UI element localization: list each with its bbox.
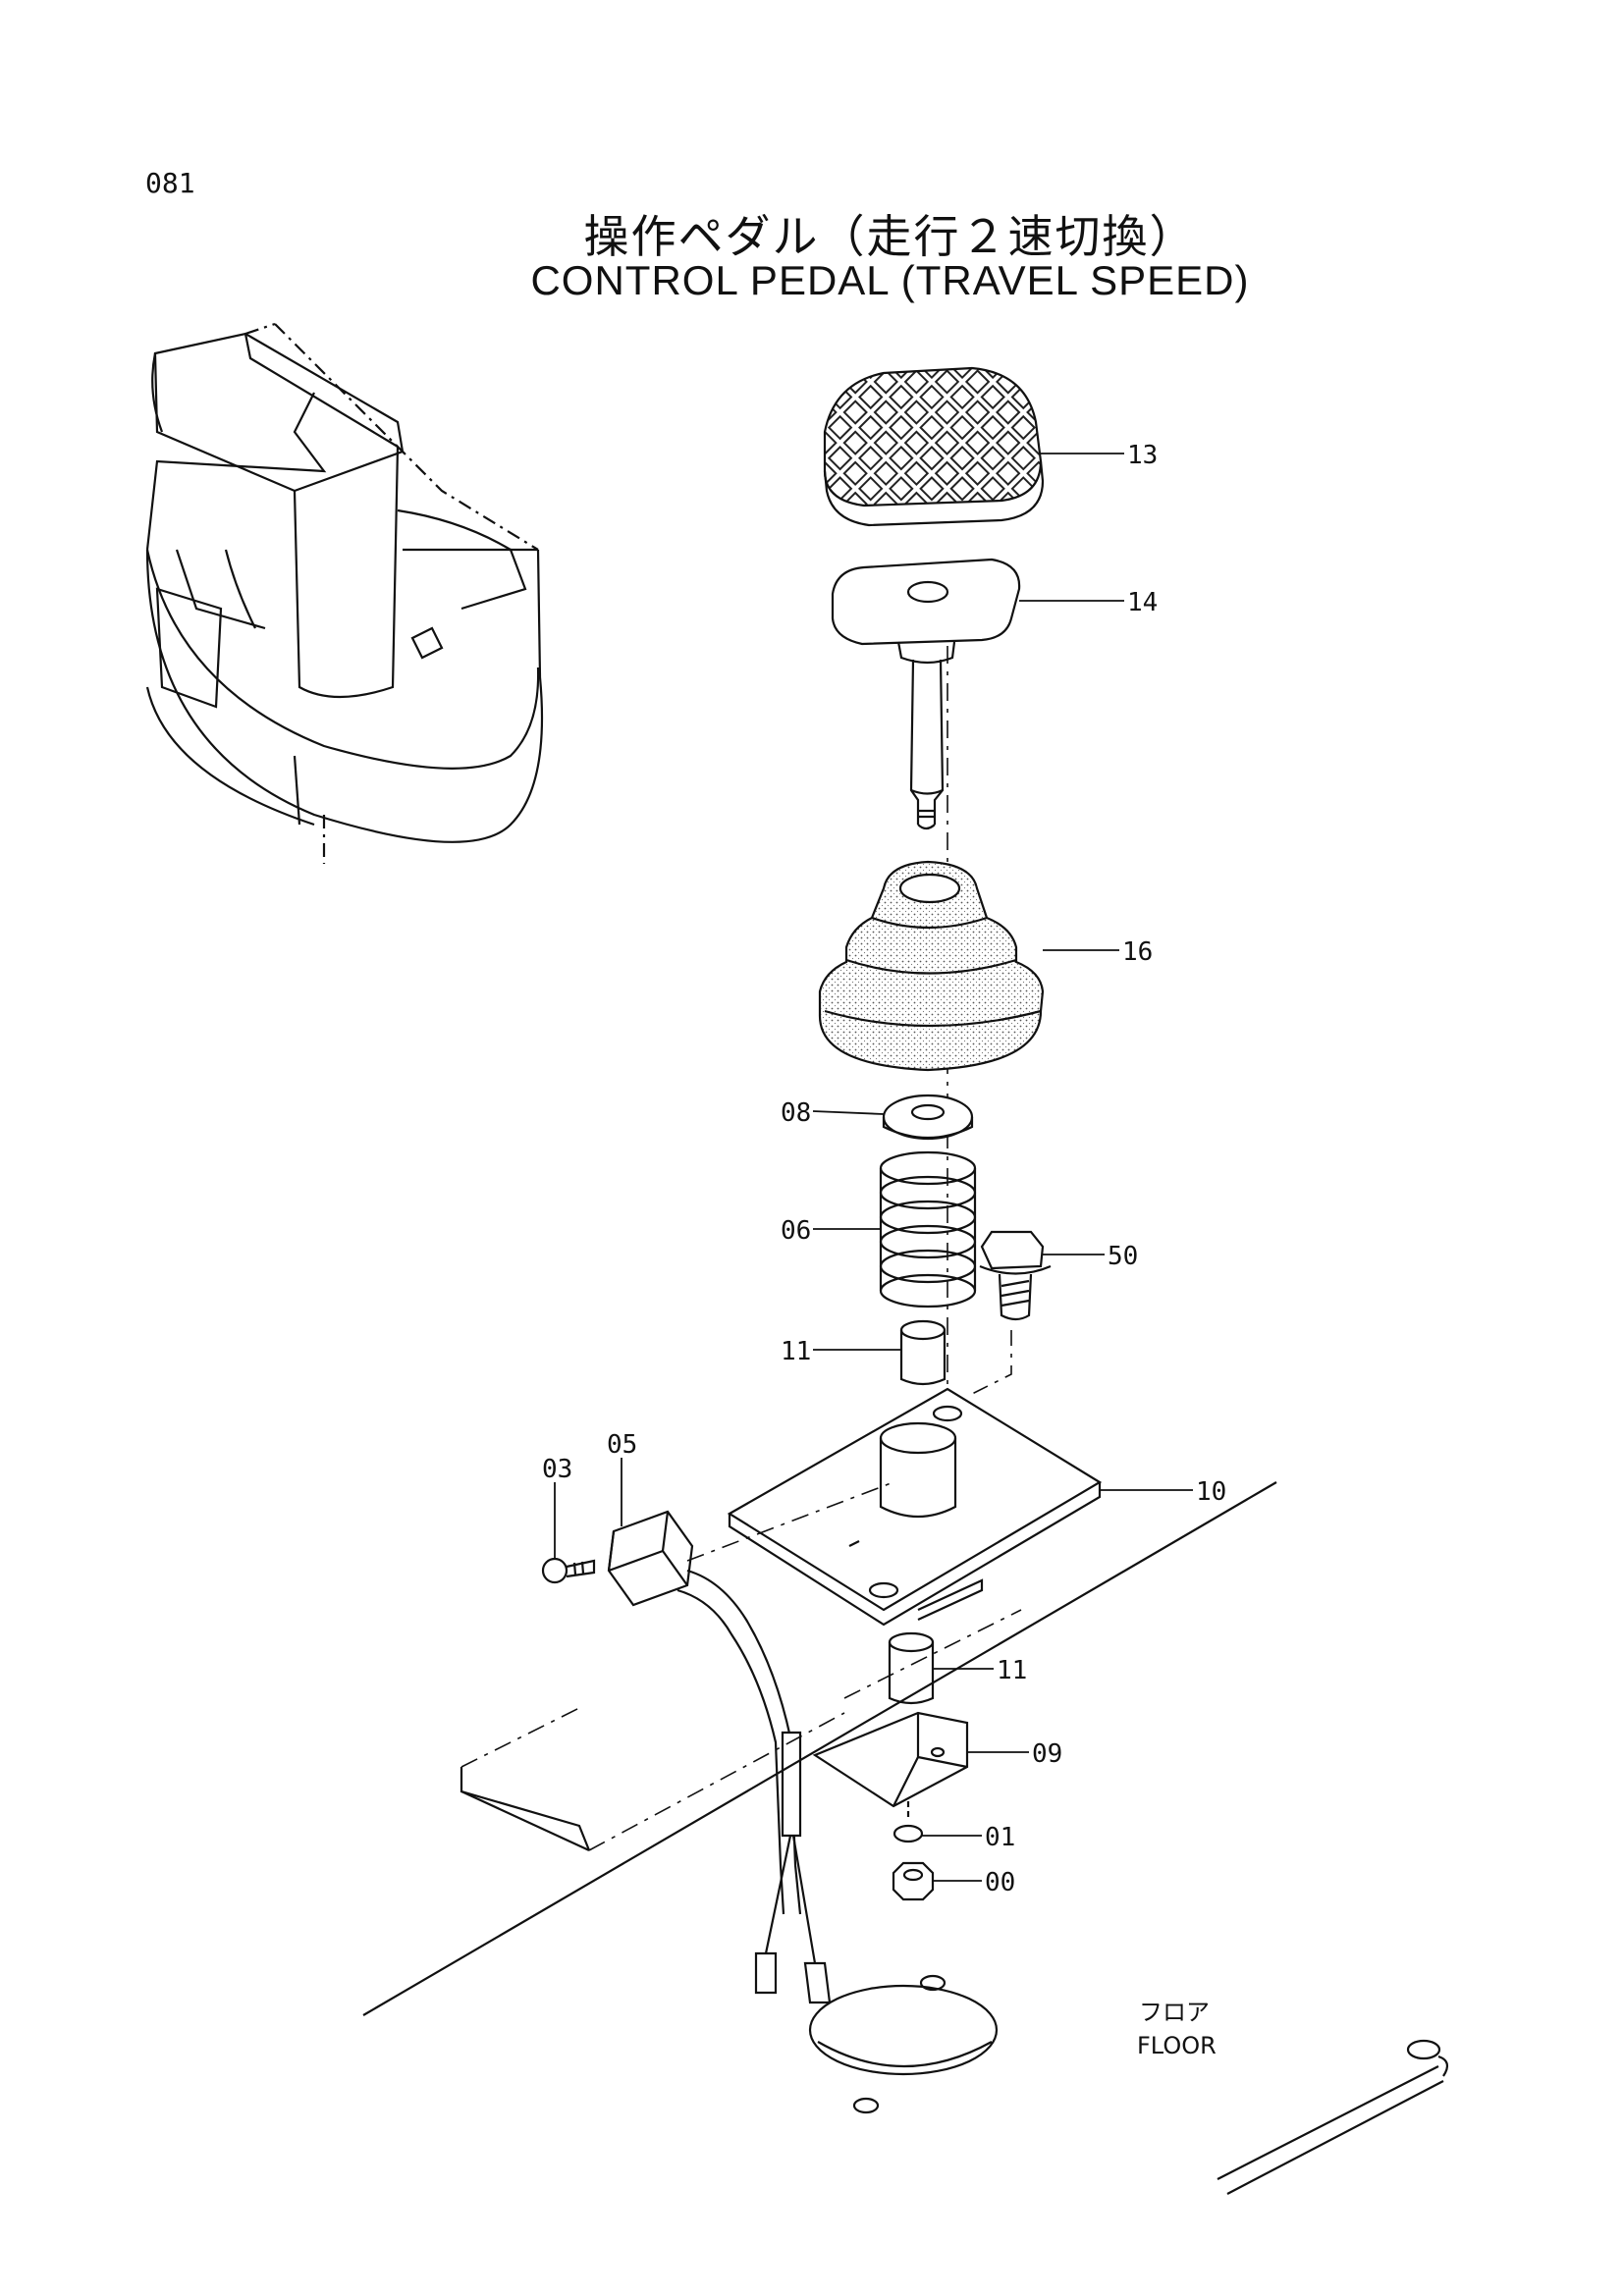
label-part-01: 01 [985, 1823, 1015, 1852]
part-00-nut [892, 1861, 935, 1901]
part-11-collar-lower [888, 1631, 935, 1705]
part-50-bolt [971, 1230, 1052, 1395]
label-part-09: 09 [1032, 1739, 1062, 1769]
part-09-bracket [812, 1711, 969, 1808]
title-japanese: 操作ペダル（走行２速切換） [583, 210, 1197, 263]
part-10-base-plate [727, 1387, 1103, 1627]
label-part-16: 16 [1122, 937, 1153, 967]
part-08-washer [882, 1094, 974, 1141]
label-part-11-upper: 11 [781, 1337, 811, 1366]
label-part-08: 08 [781, 1098, 811, 1128]
leader-lines [554, 453, 1193, 1882]
part-13-pedal-pad [823, 366, 1045, 527]
label-part-50: 50 [1108, 1242, 1138, 1271]
label-part-10: 10 [1196, 1477, 1226, 1507]
part-11-collar-upper [899, 1319, 947, 1386]
part-16-rubber-boot [818, 860, 1045, 1072]
part-03-screw [541, 1557, 596, 1584]
label-part-13: 13 [1127, 441, 1158, 470]
label-part-11-lower: 11 [997, 1656, 1027, 1685]
label-part-03: 03 [542, 1455, 572, 1484]
label-part-14: 14 [1127, 588, 1158, 617]
label-part-00: 00 [985, 1868, 1015, 1897]
part-01-lock-washer [893, 1801, 924, 1843]
part-05-switch [607, 1481, 894, 2004]
floor-label-english: FLOOR [1137, 2032, 1217, 2059]
label-part-05: 05 [607, 1430, 637, 1460]
part-14-pedal-shaft [831, 558, 1021, 830]
floor-label-japanese: フロア [1139, 1999, 1210, 2026]
cab-thumbnail [145, 322, 544, 864]
page-number: 081 [145, 167, 195, 199]
title-english: CONTROL PEDAL (TRAVEL SPEED) [530, 257, 1250, 303]
floor-outline [362, 1481, 1449, 2195]
part-06-spring [879, 1150, 977, 1308]
label-part-06: 06 [781, 1216, 811, 1246]
